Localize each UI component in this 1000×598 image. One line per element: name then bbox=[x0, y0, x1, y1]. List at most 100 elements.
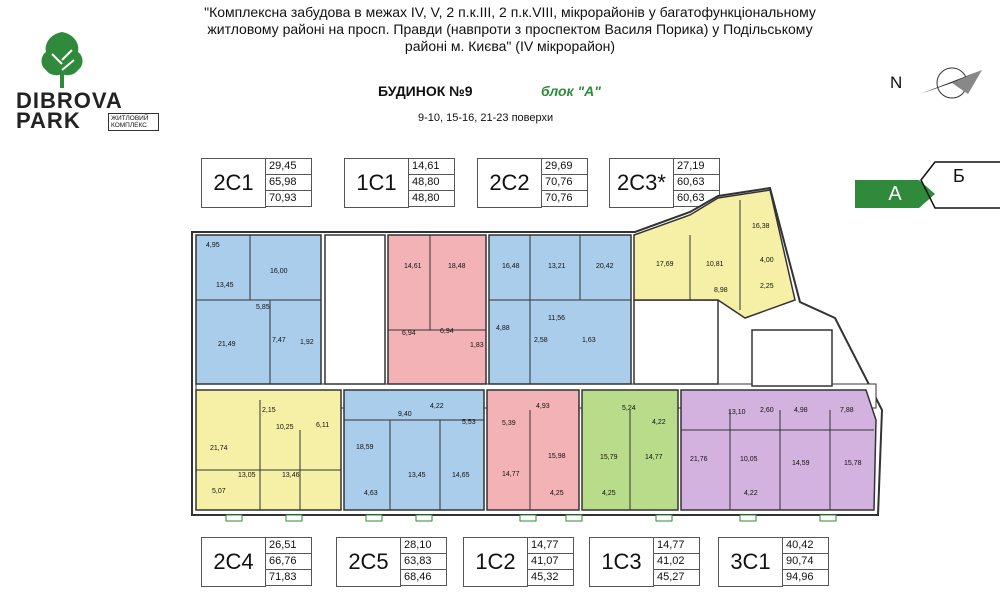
room-area-label: 21,49 bbox=[218, 341, 236, 348]
room-area-label: 5,85 bbox=[256, 304, 270, 311]
title-line-3: районі м. Києва" (IV мікрорайон) bbox=[404, 38, 616, 54]
apt-code: 2С1 bbox=[201, 158, 266, 208]
room-area-label: 2,25 bbox=[760, 283, 774, 290]
area-total: 63,83 bbox=[401, 554, 447, 570]
apt-code: 2С5 bbox=[336, 537, 401, 587]
room-area-label: 18,48 bbox=[448, 263, 466, 270]
room-area-label: 9,40 bbox=[398, 411, 412, 418]
apt-code: 1С2 bbox=[463, 537, 528, 587]
apartment-2c1 bbox=[195, 234, 322, 385]
area-full: 70,76 bbox=[542, 191, 588, 207]
apt-code: 3С1 bbox=[718, 537, 783, 587]
area-full: 70,93 bbox=[266, 191, 312, 207]
room-area-label: 16,48 bbox=[502, 263, 520, 270]
balcony-markers bbox=[225, 514, 837, 522]
room-area-label: 2,58 bbox=[534, 337, 548, 344]
area-total: 48,80 bbox=[409, 175, 455, 191]
area-total: 60,63 bbox=[674, 175, 720, 191]
oak-tree-icon bbox=[41, 32, 83, 88]
room-area-label: 18,59 bbox=[356, 444, 374, 451]
area-full: 94,96 bbox=[783, 570, 829, 586]
room-area-label: 15,98 bbox=[548, 453, 566, 460]
room-area-label: 4,88 bbox=[496, 325, 510, 332]
compass-north-letter: N bbox=[890, 73, 903, 92]
apartment-2c4 bbox=[195, 389, 342, 511]
title-line-2: житловому районі на просп. Правди (навпр… bbox=[207, 21, 813, 37]
area-total: 70,76 bbox=[542, 175, 588, 191]
apartment-3c1 bbox=[680, 389, 877, 511]
room-area-label: 4,93 bbox=[536, 403, 550, 410]
logo-word-2: PARK bbox=[16, 108, 81, 133]
area-total: 41,07 bbox=[528, 554, 574, 570]
room-area-label: 8,98 bbox=[714, 287, 728, 294]
apartment-1c3 bbox=[581, 389, 679, 511]
room-area-label: 21,76 bbox=[690, 456, 708, 463]
stairwell-top bbox=[324, 234, 386, 385]
room-area-label: 13,10 bbox=[728, 409, 746, 416]
section-b-tab[interactable]: Б bbox=[953, 166, 965, 186]
room-area-label: 11,56 bbox=[548, 315, 565, 322]
brand-logo: DIBROVA PARK ЖИТЛОВИЙ КОМПЛЕКС bbox=[14, 30, 174, 135]
area-full: 48,80 bbox=[409, 191, 455, 207]
area-full: 68,46 bbox=[401, 570, 447, 586]
apartment-2c5 bbox=[343, 389, 485, 511]
room-area-label: 15,79 bbox=[600, 454, 618, 461]
room-area-label: 1,83 bbox=[470, 342, 484, 349]
partitions bbox=[196, 200, 874, 510]
room-area-label: 14,65 bbox=[452, 472, 470, 479]
room-area-label: 16,00 bbox=[270, 268, 288, 275]
room-area-label: 21,74 bbox=[210, 445, 228, 452]
apt-code: 1С3 bbox=[589, 537, 654, 587]
logo-word-1: DIBROVA bbox=[16, 88, 123, 113]
room-area-label: 4,63 bbox=[364, 490, 378, 497]
area-total: 41,02 bbox=[654, 554, 700, 570]
room-area-label: 15,78 bbox=[844, 460, 862, 467]
room-area-label: 4,00 bbox=[760, 257, 774, 264]
room-area-label: 7,47 bbox=[272, 337, 286, 344]
apartment-2c2 bbox=[488, 234, 632, 385]
room-area-label: 20,42 bbox=[596, 263, 614, 270]
room-area-label: 16,38 bbox=[752, 223, 770, 230]
floors-range: 9-10, 15-16, 21-23 поверхи bbox=[418, 112, 554, 124]
room-area-label: 13,45 bbox=[216, 282, 234, 289]
room-area-label: 10,25 bbox=[276, 424, 294, 431]
building-outline bbox=[191, 186, 884, 516]
area-living: 14,77 bbox=[528, 537, 574, 554]
room-area-label: 1,63 bbox=[582, 337, 596, 344]
apt-code: 2С4 bbox=[201, 537, 266, 587]
corridor bbox=[195, 383, 877, 409]
room-area-label: 5,24 bbox=[622, 405, 636, 412]
room-area-label: 4,22 bbox=[744, 490, 758, 497]
room-area-label: 17,69 bbox=[656, 261, 674, 268]
house-number: БУДИНОК №9 bbox=[378, 83, 473, 99]
room-area-label: 7,88 bbox=[840, 407, 854, 414]
room-area-label: 4,22 bbox=[430, 403, 444, 410]
area-full: 45,32 bbox=[528, 570, 574, 586]
room-area-label: 5,53 bbox=[462, 419, 476, 426]
project-title: "Комплексна забудова в межах IV, V, 2 п.… bbox=[160, 4, 860, 55]
area-full: 60,63 bbox=[674, 191, 720, 207]
area-total: 66,76 bbox=[266, 554, 312, 570]
room-area-label: 4,98 bbox=[794, 407, 808, 414]
title-line-1: "Комплексна забудова в межах IV, V, 2 п.… bbox=[204, 4, 816, 20]
room-area-label: 14,61 bbox=[404, 263, 422, 270]
apartment-1c1 bbox=[387, 234, 487, 385]
area-total: 90,74 bbox=[783, 554, 829, 570]
area-total: 65,98 bbox=[266, 175, 312, 191]
area-living: 26,51 bbox=[266, 537, 312, 554]
apartment-2c3 bbox=[633, 189, 796, 319]
room-area-label: 1,92 bbox=[300, 339, 314, 346]
compass-rose-icon bbox=[920, 67, 982, 99]
room-area-label: 6,94 bbox=[402, 330, 416, 337]
area-living: 14,77 bbox=[654, 537, 700, 554]
room-area-label: 10,81 bbox=[706, 261, 724, 268]
